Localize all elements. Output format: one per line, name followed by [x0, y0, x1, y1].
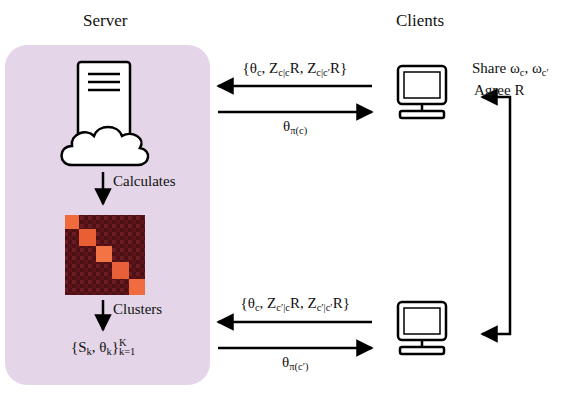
peer-note: Agree R: [474, 82, 524, 99]
similarity-heatmap: [65, 215, 145, 295]
keyboard: [400, 111, 444, 118]
peer-bracket: [482, 97, 510, 334]
message-label: θπ(c′): [282, 354, 308, 371]
flow-arrow: [102, 172, 105, 204]
monitor-icon: [398, 66, 446, 104]
heatmap-block: [96, 246, 112, 262]
server-stripe: [88, 73, 120, 76]
download-arrow: [218, 111, 372, 114]
flow-arrow: [102, 300, 105, 330]
download-arrow: [218, 347, 372, 350]
cluster-set: {Sk, θk}Kk=1: [71, 339, 135, 356]
peer-note: Share ωc, ωc′: [472, 60, 549, 77]
monitor-icon: [398, 302, 446, 340]
message-label: {θc, Zc|cR, Zc|c′R}: [243, 60, 348, 77]
panel-heading: Server: [83, 12, 127, 31]
step-label: Calculates: [113, 173, 175, 190]
screen: [404, 308, 440, 334]
cloud-icon: [62, 127, 149, 165]
upload-arrow: [218, 85, 372, 88]
message-label: θπ(c): [283, 118, 307, 135]
heatmap-block: [129, 279, 145, 295]
heatmap-block: [79, 229, 96, 246]
step-label: Clusters: [113, 301, 162, 318]
upload-arrow: [218, 321, 372, 324]
heatmap-block: [112, 262, 129, 279]
server-stripe: [88, 81, 120, 84]
panel-heading: Clients: [396, 12, 444, 31]
keyboard: [400, 347, 444, 354]
heatmap-block: [65, 215, 79, 229]
server-stripe: [88, 89, 120, 92]
message-label: {θc, Zc′|cR, Zc′|c′R}: [241, 295, 350, 312]
screen: [404, 72, 440, 98]
